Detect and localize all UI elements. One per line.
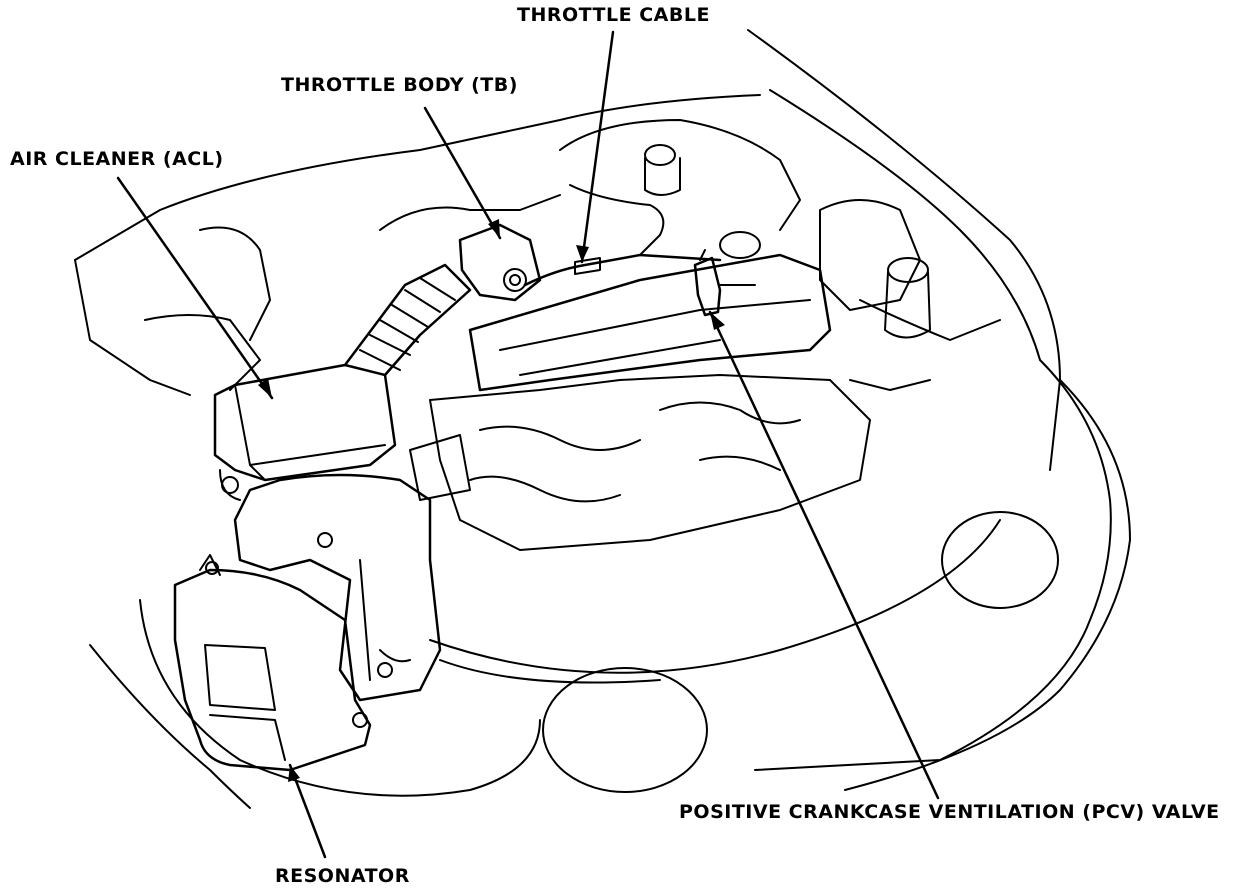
intake-hose: [343, 263, 472, 377]
throttle-body-label: THROTTLE BODY (TB): [281, 74, 518, 96]
air-cleaner-arrowhead: [258, 378, 272, 398]
throttle-cable-part: [523, 184, 722, 287]
throttle-cable-leader: [580, 30, 615, 264]
pcv-valve-leader: [708, 310, 940, 800]
throttle-cable-label: THROTTLE CABLE: [517, 4, 710, 26]
throttle-body-leader: [423, 106, 502, 240]
leader-lines: [116, 30, 940, 859]
resonator-arrowhead: [288, 765, 300, 782]
air-cleaner-box: [213, 363, 397, 501]
intake-duct: [233, 434, 471, 702]
air-cleaner-label: AIR CLEANER (ACL): [10, 148, 224, 170]
arrowheads: [258, 219, 725, 782]
valve-cover: [468, 231, 832, 392]
resonator-leader: [288, 763, 327, 859]
fog-lights: [542, 511, 1059, 793]
car-body: [74, 29, 1131, 809]
throttle-body-part: [458, 223, 542, 302]
throttle-cable-arrowhead: [576, 245, 589, 262]
resonator-part: [173, 554, 372, 772]
throttle-body-arrowhead: [488, 219, 500, 238]
pcv-valve-arrowhead: [710, 312, 725, 330]
engine-components: [144, 119, 1001, 728]
pcv-valve-label: POSITIVE CRANKCASE VENTILATION (PCV) VAL…: [679, 801, 1220, 823]
pcv-valve-part: [693, 249, 756, 317]
air-cleaner-leader: [116, 176, 274, 400]
resonator-label: RESONATOR: [275, 865, 410, 887]
